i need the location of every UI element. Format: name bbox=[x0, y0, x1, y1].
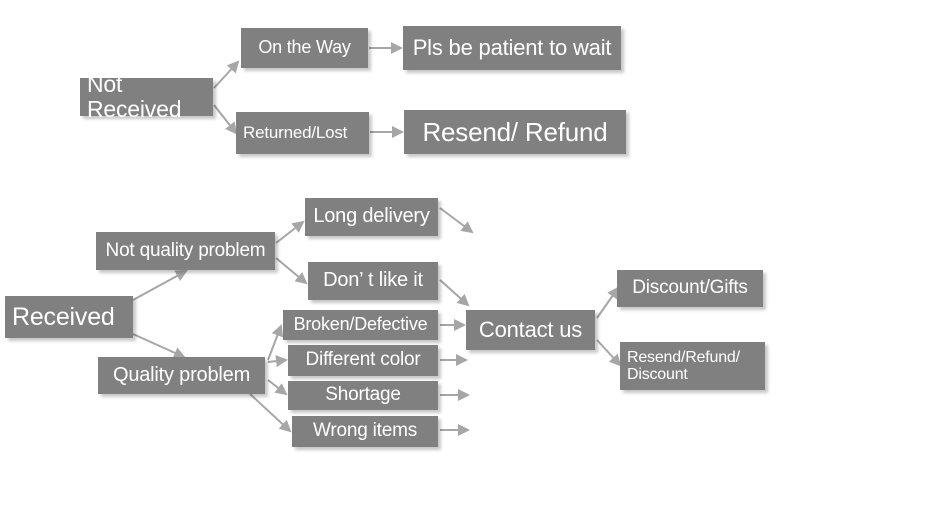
node-returned-lost[interactable]: Returned/Lost bbox=[236, 112, 369, 154]
edge-not-received-to-returned-lost bbox=[213, 104, 238, 135]
node-resend-refund-discount[interactable]: Resend/Refund/ Discount bbox=[620, 342, 765, 390]
edge-quality-to-different-color bbox=[267, 355, 288, 368]
node-quality[interactable]: Quality problem bbox=[98, 357, 265, 394]
node-different-color[interactable]: Different color bbox=[288, 345, 438, 376]
edge-received-to-not-quality bbox=[132, 270, 188, 301]
node-contact-us[interactable]: Contact us bbox=[466, 310, 595, 350]
node-long-delivery[interactable]: Long delivery bbox=[305, 198, 438, 236]
edge-contact-us-to-resend-refund-discount bbox=[596, 339, 622, 367]
node-dont-like-it[interactable]: Don’ t like it bbox=[308, 262, 438, 300]
node-not-received[interactable]: Not Received bbox=[80, 72, 213, 121]
edge-dont-like-it-to-contact-us bbox=[439, 279, 470, 307]
node-not-quality[interactable]: Not quality problem bbox=[96, 232, 275, 270]
node-shortage[interactable]: Shortage bbox=[288, 381, 438, 410]
node-broken-defective[interactable]: Broken/Defective bbox=[283, 310, 438, 340]
node-resend-refund[interactable]: Resend/ Refund bbox=[404, 110, 626, 154]
edge-not-quality-to-long-delivery bbox=[275, 220, 305, 244]
edge-not-received-to-on-the-way bbox=[213, 60, 240, 89]
edge-quality-to-broken-defective bbox=[267, 324, 284, 361]
edge-quality-to-wrong-items bbox=[249, 393, 292, 433]
edge-quality-to-shortage bbox=[267, 379, 288, 396]
edge-received-to-quality bbox=[132, 333, 186, 359]
node-wrong-items[interactable]: Wrong items bbox=[292, 416, 438, 447]
node-pls-be-patient[interactable]: Pls be patient to wait bbox=[403, 26, 621, 70]
node-discount-gifts[interactable]: Discount/Gifts bbox=[617, 270, 763, 307]
edge-contact-us-to-discount-gifts bbox=[596, 286, 620, 319]
node-on-the-way[interactable]: On the Way bbox=[241, 28, 368, 68]
edge-not-quality-to-dont-like-it bbox=[275, 257, 308, 285]
edge-long-delivery-to-contact-us bbox=[439, 207, 474, 234]
node-received[interactable]: Received bbox=[5, 296, 133, 338]
